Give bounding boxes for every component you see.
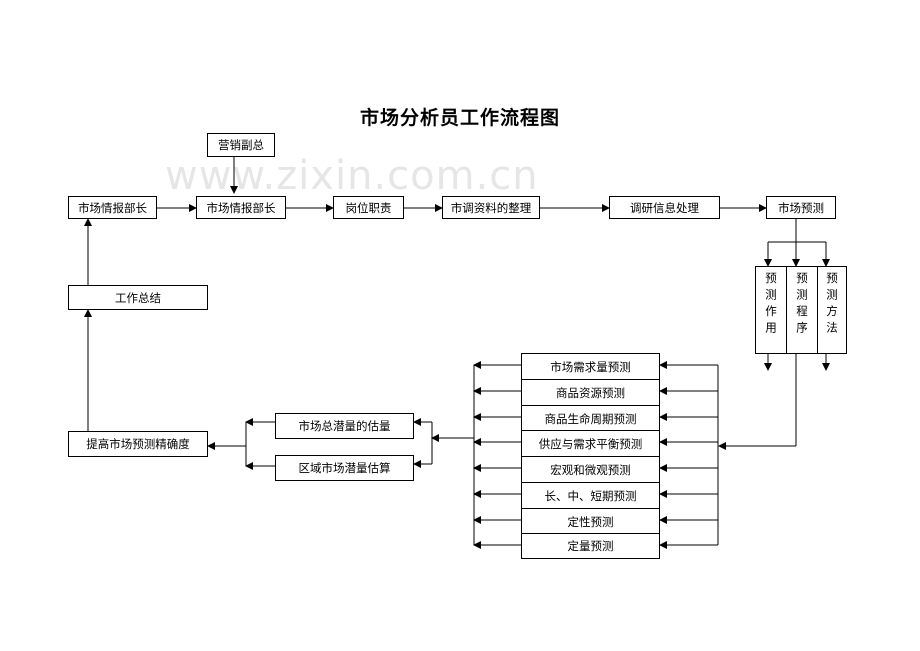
total-potential-box: 市场总潜量的估量 xyxy=(275,413,414,439)
forecast-procedure-label: 预测程序 xyxy=(795,272,809,338)
improve-accuracy-box: 提高市场预测精确度 xyxy=(68,431,208,457)
research-info-box: 调研信息处理 xyxy=(609,196,720,219)
work-summary-box: 工作总结 xyxy=(68,285,208,310)
forecast-item: 定量预测 xyxy=(521,533,660,559)
research-data-box: 市调资料的整理 xyxy=(442,196,540,219)
forecast-item: 市场需求量预测 xyxy=(521,353,660,380)
market-intel-head-box: 市场情报部长 xyxy=(196,196,286,219)
forecast-role-box: 预测作用 xyxy=(755,266,787,354)
forecast-method-box: 预测方法 xyxy=(817,266,847,354)
page-title: 市场分析员工作流程图 xyxy=(359,107,560,129)
forecast-procedure-box: 预测程序 xyxy=(786,266,818,354)
forecast-method-label: 预测方法 xyxy=(825,272,839,338)
market-forecast-box: 市场预测 xyxy=(766,196,836,219)
forecast-item: 商品资源预测 xyxy=(521,379,660,406)
vp-marketing-box: 营销副总 xyxy=(207,133,275,157)
regional-potential-box: 区域市场潜量估算 xyxy=(275,455,414,481)
forecast-item: 商品生命周期预测 xyxy=(521,405,660,432)
market-intel-head-left-box: 市场情报部长 xyxy=(68,196,157,219)
forecast-role-label: 预测作用 xyxy=(764,272,778,338)
job-duties-box: 岗位职责 xyxy=(333,196,404,219)
forecast-item: 宏观和微观预测 xyxy=(521,456,660,483)
forecast-item: 定性预测 xyxy=(521,508,660,535)
forecast-item: 长、中、短期预测 xyxy=(521,482,660,509)
forecast-item: 供应与需求平衡预测 xyxy=(521,430,660,457)
watermark: www.zixin.com.cn xyxy=(165,153,539,199)
